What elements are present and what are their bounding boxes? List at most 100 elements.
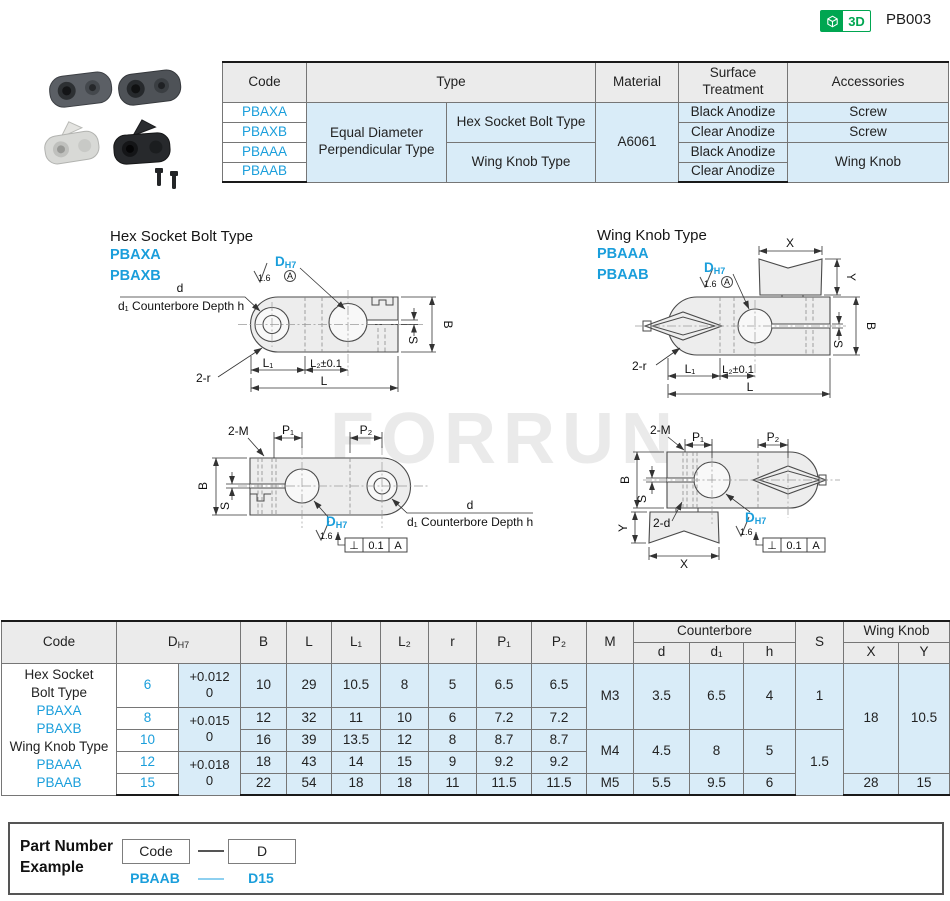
col-header-surface: Surface Treatment bbox=[678, 61, 788, 103]
cell-p2: 9.2 bbox=[531, 750, 588, 774]
cell-m: M5 bbox=[586, 772, 635, 796]
cell-wk-y: 10.5 bbox=[898, 662, 950, 774]
cell-l2: 12 bbox=[380, 728, 430, 752]
code-link[interactable]: PBAAA bbox=[36, 757, 82, 772]
d-value[interactable]: 6 bbox=[116, 662, 179, 708]
dim-header-m: M bbox=[586, 620, 635, 664]
dim-header-cb-d1: d₁ bbox=[689, 641, 745, 664]
hex-side-view-drawing: L₁ L₂±0.1 L B S 2-r d d₁ Counterbore Dep… bbox=[118, 254, 455, 392]
cell-l: 54 bbox=[286, 772, 333, 796]
col-header-accessories: Accessories bbox=[787, 61, 949, 103]
dim-label-b: B bbox=[441, 320, 455, 328]
cell-b: 10 bbox=[240, 662, 288, 708]
dim-label-y: Y bbox=[616, 524, 630, 532]
cell-p2: 11.5 bbox=[531, 772, 588, 796]
code-link[interactable]: PBAXA bbox=[36, 703, 82, 718]
code-link[interactable]: PBAXA bbox=[222, 101, 307, 123]
d-value[interactable]: 10 bbox=[116, 728, 179, 752]
cell-p1: 11.5 bbox=[476, 772, 533, 796]
code-link[interactable]: PBAAB bbox=[222, 161, 307, 183]
accessory-cell: Screw bbox=[787, 101, 949, 123]
dim-header-p2: P₂ bbox=[531, 620, 588, 664]
cell-l2: 10 bbox=[380, 706, 430, 730]
dim-header-cb-h: h bbox=[743, 641, 797, 664]
cell-p1: 9.2 bbox=[476, 750, 533, 774]
cell-cb-d: 4.5 bbox=[633, 728, 691, 774]
page-part-code: PB003 bbox=[886, 11, 932, 28]
dim-label-2d: 2-d bbox=[653, 516, 670, 530]
cell-l1: 14 bbox=[331, 750, 382, 774]
datum-a: A bbox=[287, 271, 293, 281]
code-link[interactable]: PBAAB bbox=[36, 775, 82, 790]
cell-cb-d1: 8 bbox=[689, 728, 745, 774]
dimension-table: Code DH7 B L L₁ L₂ r P₁ P₂ M Counterbore… bbox=[1, 620, 950, 796]
cell-cb-d1: 6.5 bbox=[689, 662, 745, 730]
dim-label-d: d bbox=[467, 498, 474, 512]
roughness-value: 1.6 bbox=[704, 279, 717, 289]
dim-label-y: Y bbox=[844, 273, 858, 281]
roughness-value: 1.6 bbox=[320, 531, 333, 541]
cell-l2: 15 bbox=[380, 750, 430, 774]
wing-side-view-drawing: X Y B S L₁ L₂±0.1 L 2-r DH7 1.6 A bbox=[632, 236, 878, 398]
d-value[interactable]: 8 bbox=[116, 706, 179, 730]
cell-s: 1.5 bbox=[795, 728, 845, 796]
d-value[interactable]: 15 bbox=[116, 772, 179, 796]
cell-cb-h: 6 bbox=[743, 772, 797, 796]
type-table: Code Type Material Surface Treatment Acc… bbox=[222, 61, 949, 183]
dim-label-d: d bbox=[177, 281, 184, 295]
cell-l: 43 bbox=[286, 750, 333, 774]
cell-p1: 7.2 bbox=[476, 706, 533, 730]
code-link[interactable]: PBAAA bbox=[222, 141, 307, 163]
subtype-wing-cell: Wing Knob Type bbox=[446, 141, 596, 183]
part-number-label-line1: Part Number bbox=[20, 838, 114, 855]
cell-r: 6 bbox=[428, 706, 478, 730]
d-value[interactable]: 12 bbox=[116, 750, 179, 774]
dim-header-dh7: DH7 bbox=[115, 620, 242, 664]
wing-section-code-pbaab[interactable]: PBAAB bbox=[597, 267, 649, 283]
dim-label-d1-note: d₁ Counterbore Depth h bbox=[407, 515, 533, 529]
cell-wk-x: 28 bbox=[843, 772, 900, 796]
perp-datum: A bbox=[812, 540, 820, 552]
dim-label-p1: P₁ bbox=[692, 430, 704, 444]
dim-label-s: S bbox=[406, 336, 420, 344]
cell-s: 1 bbox=[795, 662, 845, 730]
material-cell: A6061 bbox=[595, 101, 679, 183]
surface-cell: Black Anodize bbox=[678, 141, 788, 163]
product-photo-shapes bbox=[44, 69, 182, 189]
dim-header-p1: P₁ bbox=[476, 620, 533, 664]
cell-l2: 8 bbox=[380, 662, 430, 708]
part-number-example-code[interactable]: PBAAB bbox=[130, 870, 180, 886]
view-3d-badge[interactable]: 3D bbox=[820, 10, 871, 32]
part-number-example-d[interactable]: D15 bbox=[248, 870, 274, 886]
dim-header-s: S bbox=[795, 620, 845, 664]
code-cell-line: Wing Knob Type bbox=[9, 739, 109, 754]
roughness-value: 1.6 bbox=[258, 273, 271, 283]
drawing-geometry bbox=[212, 432, 533, 553]
product-photo bbox=[44, 69, 182, 189]
surface-cell: Black Anodize bbox=[678, 101, 788, 123]
cell-p2: 8.7 bbox=[531, 728, 588, 752]
hex-section-code-pbaxa[interactable]: PBAXA bbox=[110, 247, 161, 263]
wing-section-title: Wing Knob Type bbox=[597, 227, 707, 244]
dim-label-s: S bbox=[831, 340, 845, 348]
perp-tolerance: 0.1 bbox=[786, 540, 801, 552]
dim-code-cell: Hex Socket Bolt Type PBAXA PBAXB Wing Kn… bbox=[1, 662, 117, 796]
dim-header-l1: L₁ bbox=[331, 620, 382, 664]
drawing-geometry bbox=[631, 436, 840, 560]
cell-m: M3 bbox=[586, 662, 635, 730]
part-number-d-box: D bbox=[228, 839, 296, 864]
dim-label-l: L bbox=[321, 374, 328, 388]
cell-cb-h: 4 bbox=[743, 662, 797, 730]
dim-label-2r: 2-r bbox=[632, 359, 647, 373]
wing-section-code-pbaaa[interactable]: PBAAA bbox=[597, 246, 649, 262]
code-link[interactable]: PBAXB bbox=[36, 721, 82, 736]
part-number-label-line2: Example bbox=[20, 859, 84, 876]
cell-wk-y: 15 bbox=[898, 772, 950, 796]
accessory-cell: Wing Knob bbox=[787, 141, 949, 183]
dim-label-b: B bbox=[864, 322, 878, 330]
code-link[interactable]: PBAXB bbox=[222, 121, 307, 143]
type-group-cell: Equal Diameter Perpendicular Type bbox=[306, 101, 447, 183]
cell-l1: 10.5 bbox=[331, 662, 382, 708]
hex-section-code-pbaxb[interactable]: PBAXB bbox=[110, 268, 161, 284]
